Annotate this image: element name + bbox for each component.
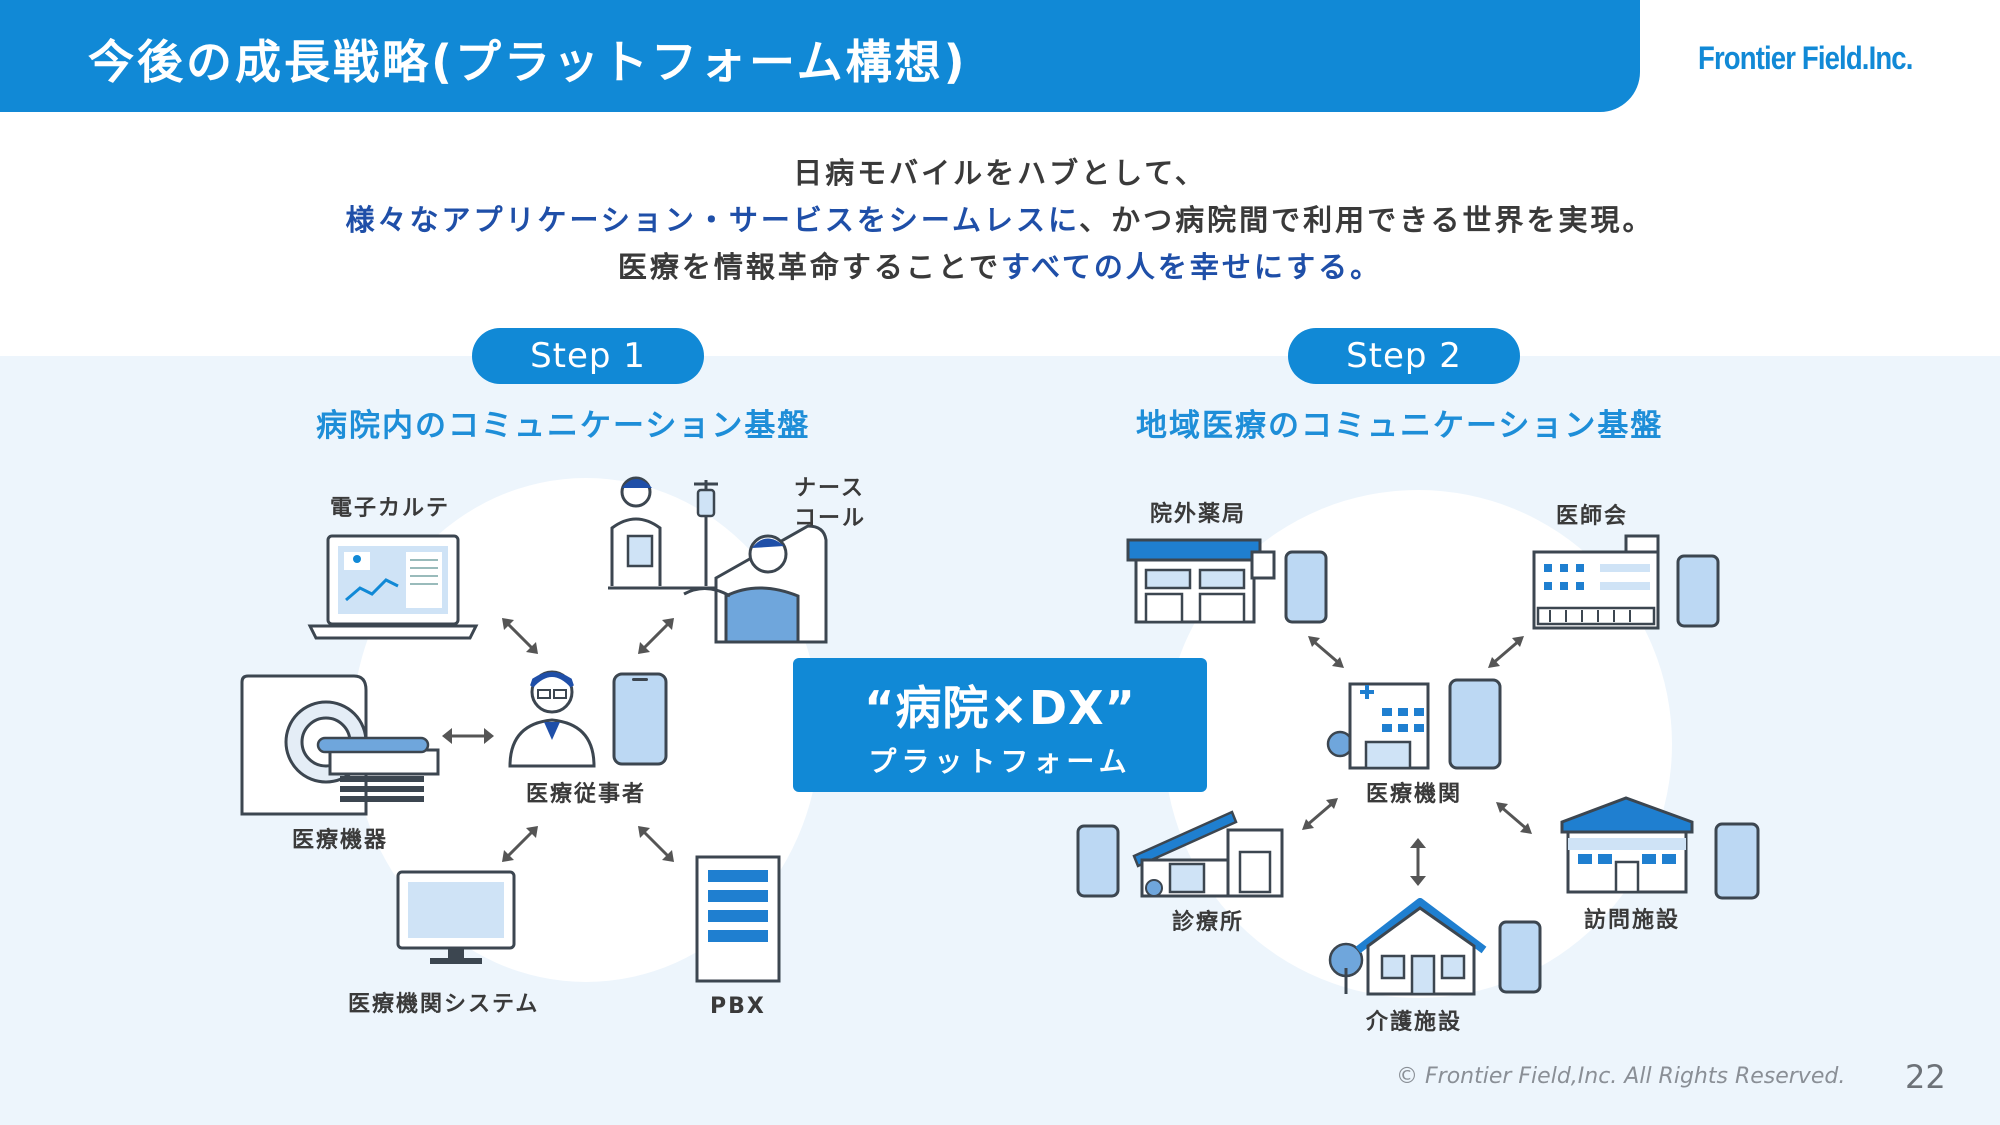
smartphone-icon [1676, 554, 1720, 628]
page-number: 22 [1905, 1058, 1946, 1096]
laptop-chart-icon [307, 534, 479, 640]
header-bar: 今後の成長戦略(プラットフォーム構想) [0, 0, 1640, 112]
server-rack-icon [695, 855, 781, 983]
platform-subtitle: プラットフォーム [868, 745, 1132, 778]
monitor-icon [396, 870, 516, 964]
step1-subtitle: 病院内のコミュニケーション基盤 [316, 408, 811, 444]
double-arrow-icon [1488, 636, 1524, 668]
double-arrow-icon [502, 826, 538, 862]
step2-pill: Step 2 [1288, 328, 1520, 384]
label-care-facility: 介護施設 [1366, 1010, 1463, 1035]
double-arrow-icon [1496, 802, 1532, 834]
office-building-icon [1532, 534, 1660, 630]
step2-subtitle: 地域医療のコミュニケーション基盤 [1136, 408, 1664, 444]
label-clinic: 診療所 [1172, 910, 1245, 935]
intro-emphasis-2: すべての人を幸せにする。 [1001, 250, 1383, 284]
label-pharmacy: 院外薬局 [1150, 502, 1247, 527]
step1-pill: Step 1 [472, 328, 704, 384]
label-ehr: 電子カルテ [330, 496, 451, 521]
double-arrow-icon [1302, 798, 1338, 830]
label-medical-institution: 医療機関 [1366, 782, 1463, 807]
label-home-visit: 訪問施設 [1584, 908, 1681, 933]
smartphone-icon [1714, 822, 1760, 900]
intro-line-2: 様々なアプリケーション・サービスをシームレスに、かつ病院間で利用できる世界を実現… [345, 203, 1655, 237]
intro-statement: 日病モバイルをハブとして、 様々なアプリケーション・サービスをシームレスに、かつ… [0, 150, 2000, 291]
label-medical-equipment: 医療機器 [292, 828, 389, 853]
intro-emphasis-1: 様々なアプリケーション・サービスをシームレスに [345, 203, 1080, 237]
copyright-text: © Frontier Field,Inc. All Rights Reserve… [1396, 1064, 1846, 1089]
clinic-house-icon [1132, 810, 1284, 898]
smartphone-icon [1498, 920, 1542, 994]
intro-line-3: 医療を情報革命することですべての人を幸せにする。 [617, 250, 1383, 284]
smartphone-icon [1076, 824, 1120, 898]
platform-title: “病院×DX” [864, 681, 1136, 735]
label-medical-association: 医師会 [1556, 504, 1629, 529]
intro-line-1: 日病モバイルをハブとして、 [793, 156, 1207, 190]
double-arrow-icon [638, 826, 674, 862]
smartphone-icon [612, 672, 668, 766]
double-arrow-icon [638, 618, 674, 654]
logo-text: Frontier Field.Inc. [1698, 39, 1913, 76]
smartphone-icon [1284, 550, 1328, 624]
mri-scanner-icon [240, 674, 440, 816]
page-title: 今後の成長戦略(プラットフォーム構想) [88, 35, 968, 89]
label-pbx: PBX [710, 994, 766, 1019]
label-medical-staff: 医療従事者 [526, 782, 647, 807]
care-home-icon [1328, 898, 1487, 996]
double-arrow-icon [502, 618, 538, 654]
smartphone-icon [1448, 678, 1502, 770]
doctor-icon [508, 670, 596, 768]
facility-building-icon [1560, 796, 1694, 894]
double-arrow-icon [1308, 636, 1344, 668]
label-nurse-call: ナース コール [794, 476, 867, 531]
pharmacy-building-icon [1126, 538, 1276, 624]
platform-box: “病院×DX” プラットフォーム [793, 658, 1207, 792]
hospital-building-icon [1326, 682, 1430, 770]
double-arrow-icon [442, 728, 494, 744]
company-logo: Frontier Field.Inc. [1692, 38, 1942, 78]
label-hospital-system: 医療機関システム [348, 992, 540, 1017]
double-arrow-icon [1410, 838, 1426, 886]
nurse-patient-icon [608, 476, 828, 644]
